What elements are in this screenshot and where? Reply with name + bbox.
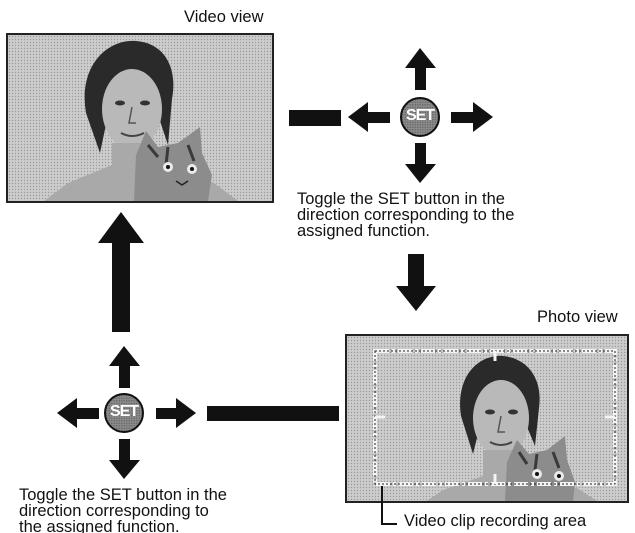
video-view-image: [6, 33, 274, 203]
video-view-label: Video view: [184, 8, 264, 26]
recording-area-label: Video clip recording area: [404, 512, 587, 530]
bottom-instruction: Toggle the SET button in the direction c…: [19, 487, 227, 533]
top-set-left-arrow: [348, 102, 390, 132]
top-instruction-line2: direction corresponding to the: [297, 206, 515, 224]
up-arrow-to-video-view: [98, 212, 144, 332]
top-instruction-line3: assigned function.: [297, 222, 431, 240]
bottom-set-right-arrow: [156, 398, 196, 428]
bottom-set-up-arrow: [109, 346, 140, 388]
recording-area-callout-bracket: [381, 486, 397, 525]
bottom-instruction-line3: the assigned function.: [19, 518, 180, 533]
top-left-arrow-placeholder: [351, 101, 383, 113]
top-set-up-arrow: [405, 48, 436, 90]
bottom-set-button[interactable]: SET: [103, 392, 145, 434]
photo-view-label: Photo view: [537, 308, 618, 326]
photo-view-image: [345, 334, 629, 503]
bottom-instruction-line1: Toggle the SET button in the: [19, 486, 227, 504]
top-set-button[interactable]: SET: [399, 96, 441, 138]
bottom-set-button-label: SET: [109, 403, 139, 420]
top-instruction-line1: Toggle the SET button in the: [297, 190, 505, 208]
bottom-set-left-arrow: [57, 398, 99, 428]
down-arrow-to-photo-view: [396, 254, 436, 311]
connector-bar-bottom: [207, 406, 339, 421]
bottom-set-down-arrow: [109, 439, 140, 479]
top-set-right-arrow: [451, 102, 493, 132]
top-instruction: Toggle the SET button in the direction c…: [297, 190, 515, 240]
video-clip-recording-area-frame: [345, 334, 629, 503]
top-set-down-arrow: [405, 143, 436, 183]
bottom-instruction-line2: direction corresponding to: [19, 502, 209, 520]
top-set-button-label: SET: [405, 107, 435, 124]
connector-bar-top: [289, 110, 341, 126]
